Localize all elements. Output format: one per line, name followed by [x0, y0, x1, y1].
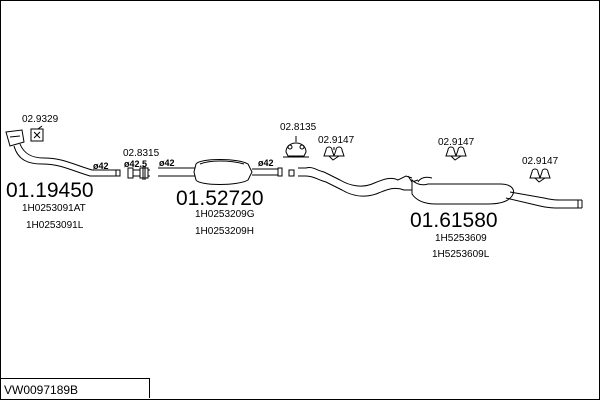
- section-2-number: 01.52720: [176, 187, 264, 210]
- section-1-ref-1: 1H0253091AT: [22, 203, 86, 214]
- section-2-diameter: ø42: [258, 158, 274, 168]
- mount-rubber-part: [283, 142, 309, 158]
- section-1-number: 01.19450: [6, 179, 94, 202]
- leader-line: [37, 125, 43, 130]
- assembly-code-box: VW0097189B: [0, 378, 150, 398]
- rear-silencer-part: [288, 167, 583, 209]
- hanger-part: [445, 146, 467, 161]
- hanger-2-number: 02.9147: [438, 137, 475, 148]
- clamp-diameter-right: ø42: [159, 158, 175, 168]
- section-1-diameter: ø42: [93, 161, 109, 171]
- section-3-ref-2: 1H5253609L: [432, 249, 490, 260]
- section-2-ref-1: 1H0253209G: [195, 209, 255, 220]
- section-1-ref-2: 1H0253091L: [26, 220, 84, 231]
- gasket-part: [30, 128, 44, 142]
- clamp-number: 02.8315: [123, 148, 160, 159]
- middle-silencer-part: [158, 159, 283, 185]
- section-3-ref-1: 1H5253609: [435, 233, 487, 244]
- hanger-1-number: 02.9147: [318, 135, 355, 146]
- hanger-part: [529, 168, 551, 183]
- section-3-number: 01.61580: [410, 209, 498, 232]
- hanger-3-number: 02.9147: [522, 156, 559, 167]
- gasket-number: 02.9329: [22, 114, 59, 125]
- clamp-diameter-left: ø42.5: [124, 159, 148, 169]
- assembly-code: VW0097189B: [4, 383, 79, 397]
- hanger-part: [323, 146, 345, 161]
- front-pipe-part: [5, 129, 121, 177]
- mount-rubber-number: 02.8135: [280, 122, 317, 133]
- section-2-ref-2: 1H0253209H: [195, 226, 254, 237]
- clamp-part: [127, 166, 150, 180]
